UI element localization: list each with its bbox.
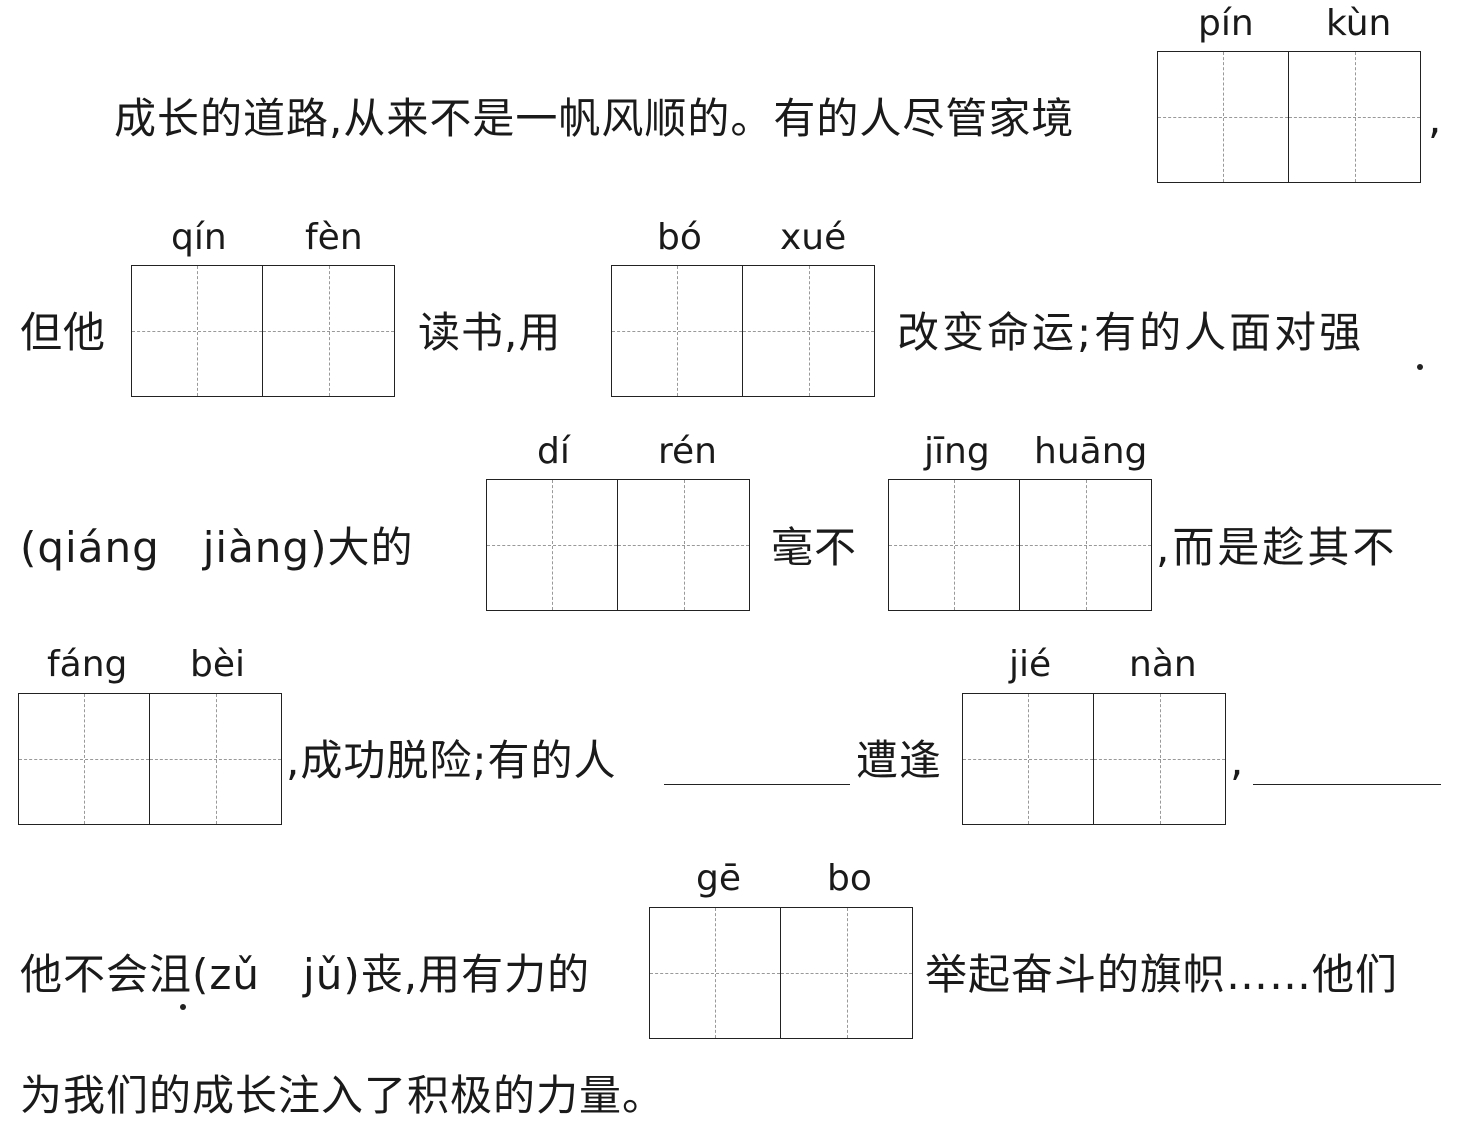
char-cell[interactable] (150, 694, 281, 824)
pinyin-xue: xué (780, 217, 847, 258)
line2-mid2: 改变命运;有的人面对强 (897, 308, 1365, 357)
char-cell[interactable] (618, 480, 749, 610)
char-cell[interactable] (1020, 480, 1151, 610)
line3-end: ,而是趁其不 (1156, 523, 1398, 572)
pinyin-qin: qín (171, 217, 227, 258)
blank-line[interactable] (1253, 784, 1441, 785)
pinyin-fang: fáng (47, 644, 128, 685)
char-cell[interactable] (1289, 52, 1420, 182)
char-cell[interactable] (963, 694, 1094, 824)
pinyin-jing: jīng (924, 431, 990, 472)
answer-box-pinkun[interactable] (1157, 51, 1421, 183)
emphasis-dot (1417, 364, 1423, 370)
line1-comma: , (1428, 94, 1443, 143)
char-cell[interactable] (743, 266, 874, 396)
pinyin-ge: gē (696, 858, 741, 899)
char-cell[interactable] (781, 908, 912, 1038)
line6-text: 为我们的成长注入了积极的力量。 (20, 1071, 666, 1120)
pinyin-fen: fèn (305, 217, 363, 258)
line4-mid: ,成功脱险;有的人 (286, 736, 617, 785)
pinyin-kun: kùn (1326, 3, 1392, 44)
char-cell[interactable] (612, 266, 743, 396)
pinyin-nan: nàn (1129, 644, 1197, 685)
answer-box-jienan[interactable] (962, 693, 1226, 825)
pinyin-pin: pín (1198, 3, 1254, 44)
char-cell[interactable] (650, 908, 781, 1038)
pinyin-ren: rén (658, 431, 717, 472)
line2-start: 但他 (20, 308, 107, 357)
line5-end: 举起奋斗的旗帜……他们 (925, 950, 1399, 999)
answer-box-jinghuang[interactable] (888, 479, 1152, 611)
answer-box-fangbei[interactable] (18, 693, 282, 825)
line5-start: 他不会沮(zǔ jǔ)丧,用有力的 (20, 950, 591, 999)
pinyin-bei: bèi (190, 644, 246, 685)
pinyin-di: dí (537, 431, 570, 472)
emphasis-dot (180, 1004, 186, 1010)
char-cell[interactable] (1158, 52, 1289, 182)
answer-box-qinfen[interactable] (131, 265, 395, 397)
char-cell[interactable] (132, 266, 263, 396)
answer-box-boxue[interactable] (611, 265, 875, 397)
line4-end: , (1230, 736, 1245, 785)
line3-mid: 毫不 (771, 523, 858, 572)
pinyin-bo: bó (657, 217, 702, 258)
answer-box-gebo[interactable] (649, 907, 913, 1039)
pinyin-jie: jié (1009, 644, 1052, 685)
pinyin-huang: huāng (1034, 431, 1148, 472)
char-cell[interactable] (889, 480, 1020, 610)
line4-mid2: 遭逢 (856, 736, 943, 785)
blank-line[interactable] (664, 784, 850, 785)
char-cell[interactable] (263, 266, 394, 396)
line2-mid1: 读书,用 (418, 308, 562, 357)
answer-box-diren[interactable] (486, 479, 750, 611)
line1-text: 成长的道路,从来不是一帆风顺的。有的人尽管家境 (114, 94, 1075, 143)
char-cell[interactable] (19, 694, 150, 824)
char-cell[interactable] (487, 480, 618, 610)
pinyin-bo2: bo (827, 858, 872, 899)
line3-start: (qiáng jiàng)大的 (20, 523, 414, 572)
char-cell[interactable] (1094, 694, 1225, 824)
